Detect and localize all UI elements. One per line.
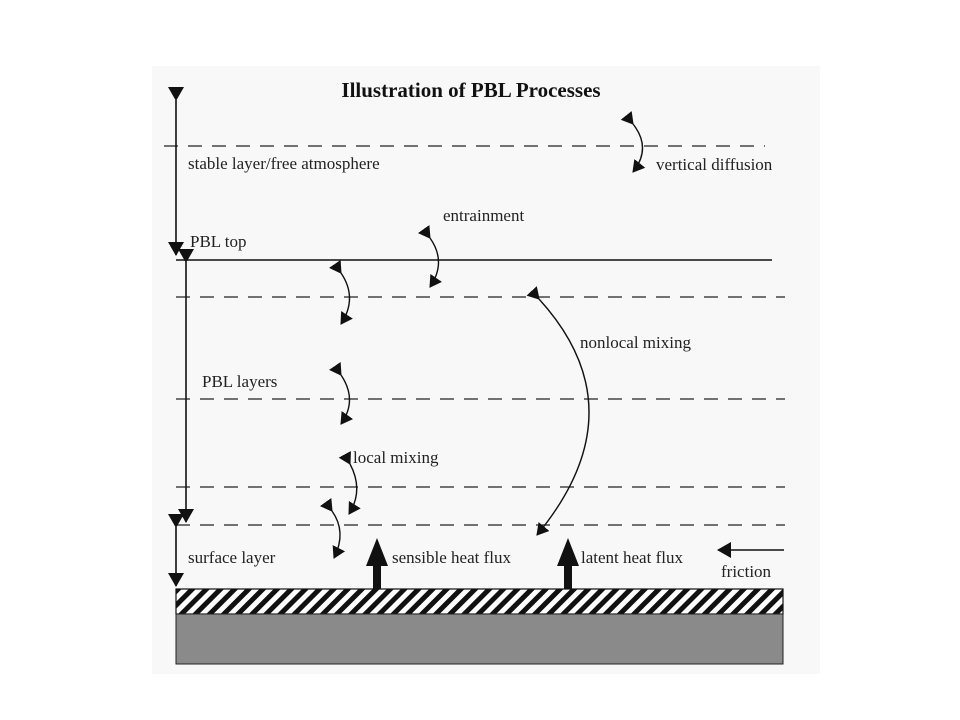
nonlocal-mixing-arrow	[526, 286, 590, 536]
local-mixing-arrow-4	[319, 497, 346, 559]
pbl-top-label: PBL top	[190, 232, 247, 251]
local-mixing-arrow-3	[338, 450, 361, 515]
local-mixing-arrow-2	[329, 361, 354, 425]
latent-heat-flux-label: latent heat flux	[581, 548, 683, 567]
entrainment-label: entrainment	[443, 206, 524, 225]
ground-hatched-surface	[175, 588, 784, 615]
local-mixing-arrow-1	[329, 259, 353, 325]
diagram-title: Illustration of PBL Processes	[341, 78, 600, 102]
local-mixing-label: local mixing	[353, 448, 439, 467]
vertical-diffusion-label: vertical diffusion	[656, 155, 773, 174]
sensible-heat-flux-label: sensible heat flux	[392, 548, 511, 567]
nonlocal-mixing-label: nonlocal mixing	[580, 333, 691, 352]
friction-label: friction	[721, 562, 772, 581]
ground-block	[175, 613, 784, 665]
diagram-panel	[152, 66, 820, 674]
latent-heat-flux-arrow	[557, 538, 579, 589]
pbl-layers-label: PBL layers	[202, 372, 277, 391]
vertical-diffusion-arrow	[620, 111, 646, 173]
sensible-heat-flux-arrow	[366, 538, 388, 589]
stable-layer-label: stable layer/free atmosphere	[188, 154, 380, 173]
surface-layer-label: surface layer	[188, 548, 276, 567]
entrainment-arrow	[417, 224, 442, 288]
